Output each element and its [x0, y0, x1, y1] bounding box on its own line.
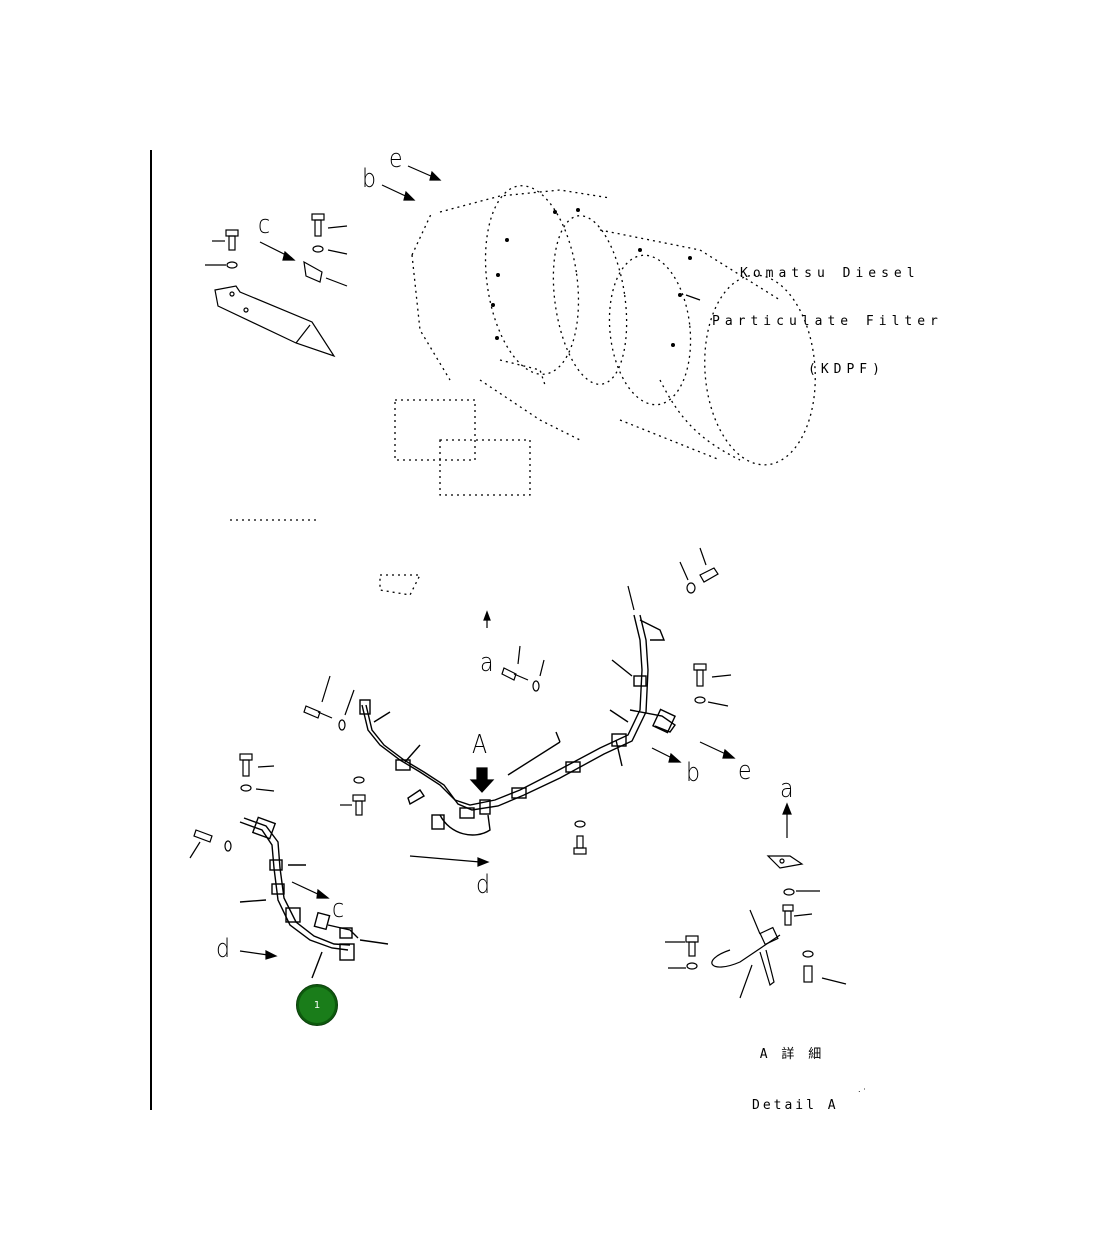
arrow-d-low: [239, 950, 278, 960]
view-label-a-mid: a: [480, 648, 494, 678]
arrow-e-top: [407, 165, 442, 181]
view-label-d-low: d: [216, 934, 231, 964]
figure-mark: . ·: [858, 1085, 866, 1094]
detail-a-caption-jp: A 詳 細: [759, 1047, 825, 1062]
arrow-a-mid: [483, 610, 491, 628]
kdpf-detail-dots: [491, 208, 692, 347]
detail-a-caption-en: Detail A: [752, 1098, 839, 1113]
detail-a-caption: A 詳 細 Detail A: [752, 1012, 839, 1131]
bolt-top-right: [627, 547, 719, 611]
view-label-b-top: b: [362, 164, 377, 194]
arrow-b-right: [651, 747, 682, 763]
arrow-b-top: [381, 184, 416, 201]
arrow-e-right: [699, 741, 736, 759]
view-label-e-right: e: [738, 756, 752, 786]
arrow-c-top: [259, 241, 296, 261]
bolt-lower-left: [189, 753, 275, 859]
arrow-c-low: [291, 881, 330, 899]
bracket-plate: [214, 285, 336, 358]
filter-note: Komatsu Diesel Particulate Filter (KDPF): [712, 234, 943, 394]
bolt-top-mid: [303, 213, 348, 287]
detail-a-drawing: [665, 855, 847, 999]
bolt-top-left: [205, 229, 239, 269]
filter-note-line2: Particulate Filter: [712, 314, 943, 329]
filter-note-line1: Komatsu Diesel: [740, 266, 920, 281]
view-label-c-top: c: [258, 210, 271, 240]
arrow-d-mid: [409, 855, 490, 867]
bolt-center: [340, 776, 587, 855]
bolt-mid-a: [501, 645, 545, 692]
filter-note-line3: (KDPF): [808, 362, 885, 377]
arrow-up-icon: [782, 802, 792, 838]
view-label-a-right: a: [780, 774, 794, 804]
view-label-b-right: b: [686, 758, 701, 788]
part-callout-1[interactable]: 1: [296, 984, 338, 1026]
view-label-e-top: e: [389, 144, 403, 174]
kdpf-housing: [230, 185, 816, 596]
bolt-left-a: [303, 675, 355, 731]
arrow-down-filled-icon: [469, 767, 495, 793]
filter-note-leader: [685, 294, 701, 301]
part-callout-number: 1: [313, 999, 321, 1011]
view-label-c-low: c: [332, 894, 345, 924]
main-harness: [359, 614, 676, 836]
view-label-d-mid: d: [476, 870, 491, 900]
view-label-a-arrow: A: [472, 730, 488, 760]
part-1-harness: [239, 816, 389, 979]
bolt-right-pair: [693, 663, 732, 707]
